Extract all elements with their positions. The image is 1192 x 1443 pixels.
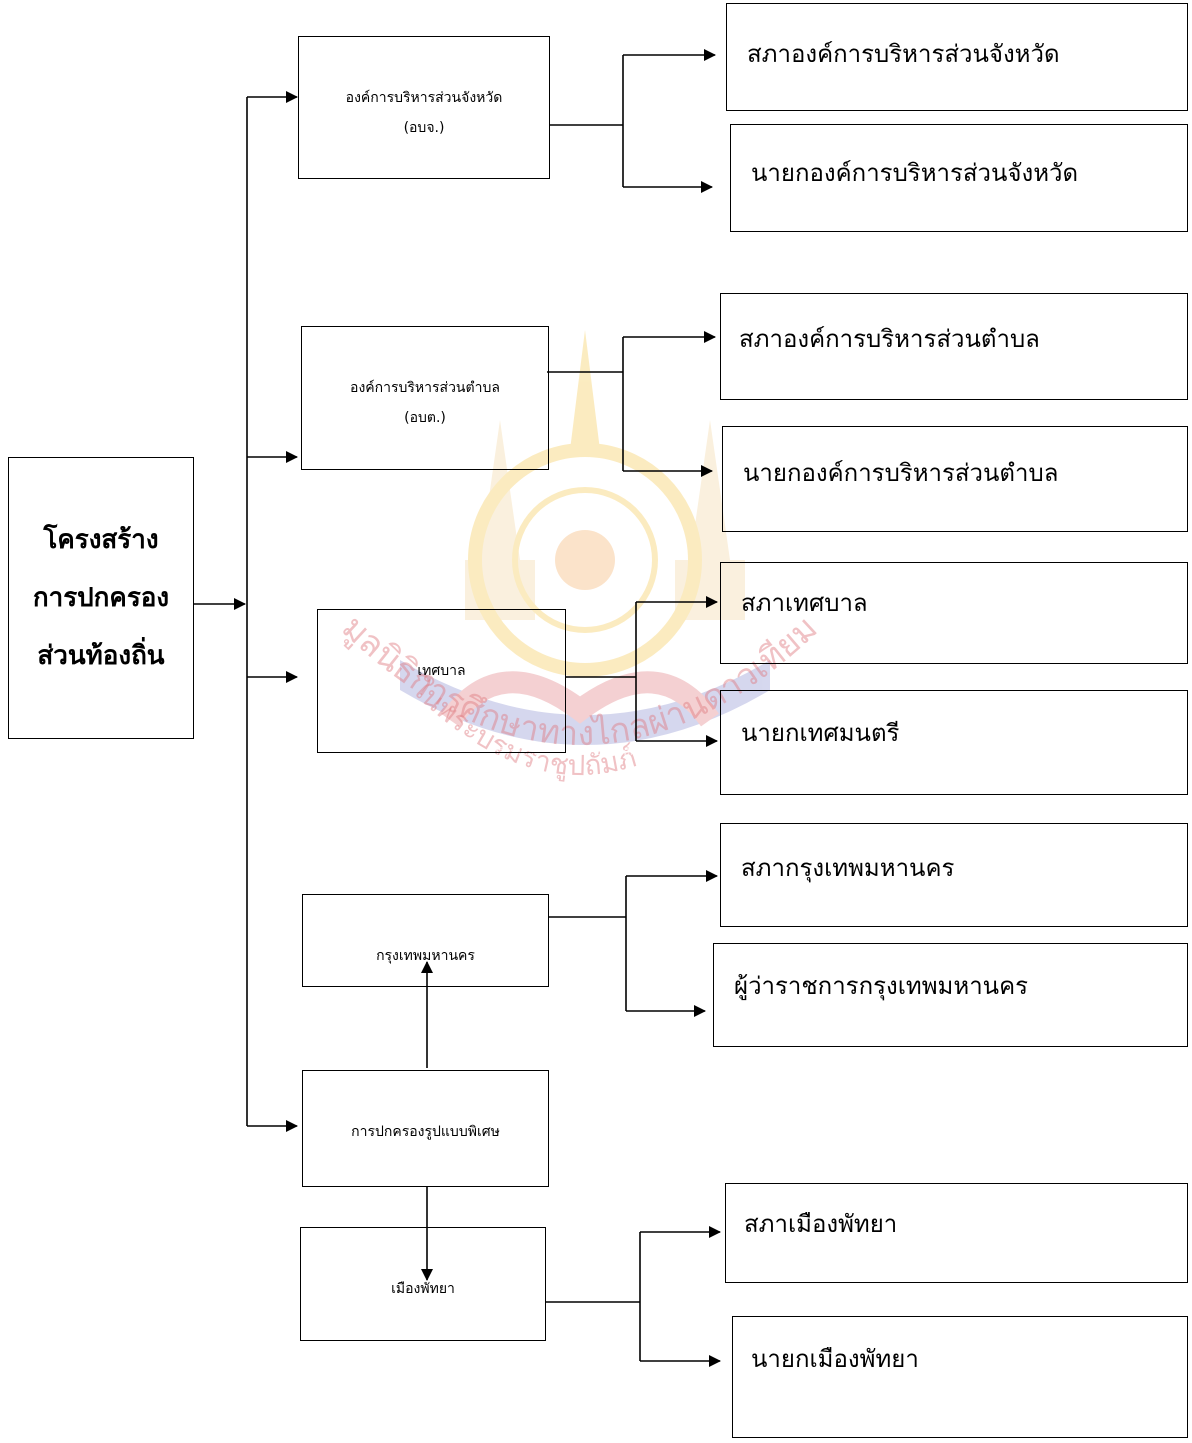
unit-node-bangkok: กรุงเทพมหานคร [302, 894, 549, 987]
emblem-graphic [400, 330, 770, 745]
unit-node-pattaya: เมืองพัทยา [300, 1227, 546, 1341]
leaf-node-pattaya-mayor: นายกเมืองพัทยา [732, 1316, 1188, 1438]
unit-node-sao: องค์การบริหารส่วนตำบล (อบต.) [301, 326, 549, 470]
leaf-label-pao-chief: นายกองค์การบริหารส่วนจังหวัด [751, 159, 1079, 187]
watermark-ribbon-text: ฉลองสิริราชสมบัติ ครบ ๕๐ ปี พุทธศักราช ๒… [475, 746, 686, 758]
leaf-node-mayor: นายกเทศมนตรี [720, 690, 1188, 795]
leaf-label-pattaya-council: สภาเมืองพัทยา [744, 1210, 898, 1238]
leaf-label-mayor: นายกเทศมนตรี [741, 719, 900, 747]
leaf-node-pao-council: สภาองค์การบริหารส่วนจังหวัด [726, 3, 1188, 111]
unit-label-sao: องค์การบริหารส่วนตำบล (อบต.) [350, 380, 500, 426]
leaf-node-pao-chief: นายกองค์การบริหารส่วนจังหวัด [730, 124, 1188, 232]
watermark-emblem: มูลนิธิการศึกษาทางไกลผ่านดาวเทียม ในพระบ… [334, 330, 825, 783]
unit-node-special: การปกครองรูปแบบพิเศษ [302, 1070, 549, 1187]
leaf-node-bangkok-council: สภากรุงเทพมหานคร [720, 823, 1188, 927]
leaf-node-pattaya-council: สภาเมืองพัทยา [725, 1183, 1188, 1283]
root-label: โครงสร้าง การปกครอง ส่วนท้องถิ่น [32, 525, 170, 671]
leaf-label-bangkok-council: สภากรุงเทพมหานคร [741, 854, 955, 882]
unit-node-pao: องค์การบริหารส่วนจังหวัด (อบจ.) [298, 36, 550, 179]
leaf-label-bangkok-governor: ผู้ว่าราชการกรุงเทพมหานคร [734, 972, 1029, 1000]
leaf-label-sao-chief: นายกองค์การบริหารส่วนตำบล [743, 459, 1059, 487]
leaf-label-sao-council: สภาองค์การบริหารส่วนตำบล [739, 325, 1040, 353]
unit-label-municipality: เทศบาล [417, 663, 466, 679]
leaf-label-pattaya-mayor: นายกเมืองพัทยา [751, 1345, 919, 1373]
leaf-node-sao-council: สภาองค์การบริหารส่วนตำบล [720, 293, 1188, 400]
unit-label-bangkok: กรุงเทพมหานคร [376, 948, 475, 964]
leaf-label-pao-council: สภาองค์การบริหารส่วนจังหวัด [747, 40, 1060, 68]
unit-node-municipality: เทศบาล [317, 609, 566, 753]
unit-label-special: การปกครองรูปแบบพิเศษ [351, 1124, 500, 1140]
root-node: โครงสร้าง การปกครอง ส่วนท้องถิ่น [8, 457, 194, 739]
leaf-label-municipal-council: สภาเทศบาล [741, 589, 868, 617]
leaf-node-sao-chief: นายกองค์การบริหารส่วนตำบล [722, 426, 1188, 532]
leaf-node-municipal-council: สภาเทศบาล [720, 562, 1188, 664]
unit-label-pattaya: เมืองพัทยา [391, 1281, 455, 1297]
leaf-node-bangkok-governor: ผู้ว่าราชการกรุงเทพมหานคร [713, 943, 1188, 1047]
unit-label-pao: องค์การบริหารส่วนจังหวัด (อบจ.) [345, 90, 503, 136]
